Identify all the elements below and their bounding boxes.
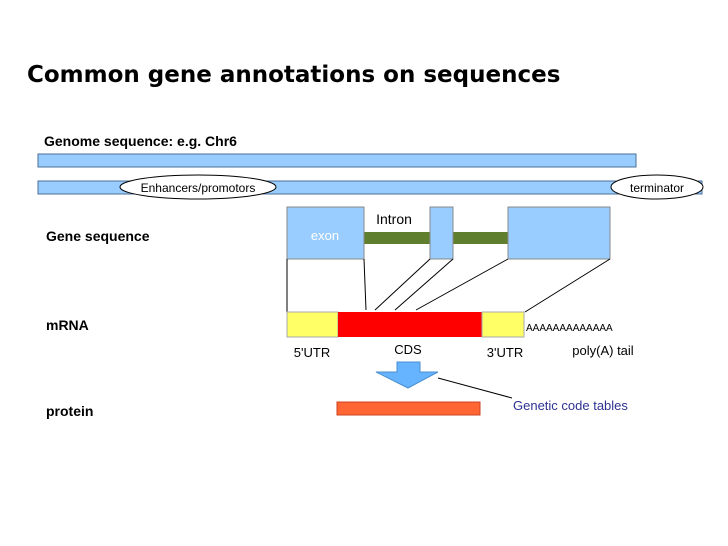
enhancers-label: Enhancers/promotors (141, 181, 256, 195)
connector-line (415, 258, 509, 311)
intron-label: Intron (376, 211, 412, 227)
exon-to-mrna-lines (286, 258, 611, 313)
connector-line (374, 258, 431, 311)
exon-3 (507, 206, 611, 260)
gene-label: Gene sequence (46, 228, 150, 244)
exon-1 (286, 206, 365, 260)
genetic-code-pointer (437, 377, 513, 399)
protein-bar (336, 401, 481, 416)
mrna-label: mRNA (46, 317, 89, 333)
page-title: Common gene annotations on sequences (27, 62, 560, 88)
connector-line (363, 258, 367, 311)
polya-label: poly(A) tail (572, 343, 634, 358)
exon-2 (429, 206, 454, 260)
terminator-ellipse (610, 174, 704, 200)
connector-line (394, 258, 454, 311)
utr3-segment (481, 311, 525, 338)
polya-sequence: AAAAAAAAAAAAA (526, 323, 613, 334)
translation-arrow (375, 361, 439, 389)
cds-label: CDS (394, 342, 422, 357)
utr5-segment (286, 311, 339, 338)
utr5-label: 5'UTR (294, 345, 330, 360)
connector-line (524, 258, 611, 313)
protein-label: protein (46, 403, 93, 419)
exon-label: exon (311, 228, 339, 243)
genome-label: Genome sequence: e.g. Chr6 (44, 133, 237, 149)
enhancers-ellipse (119, 174, 277, 200)
genome-sequence-bar (37, 153, 637, 168)
terminator-label: terminator (630, 181, 684, 195)
utr3-label: 3'UTR (487, 345, 523, 360)
genetic-code-label: Genetic code tables (513, 398, 628, 413)
cds-segment (338, 312, 482, 337)
